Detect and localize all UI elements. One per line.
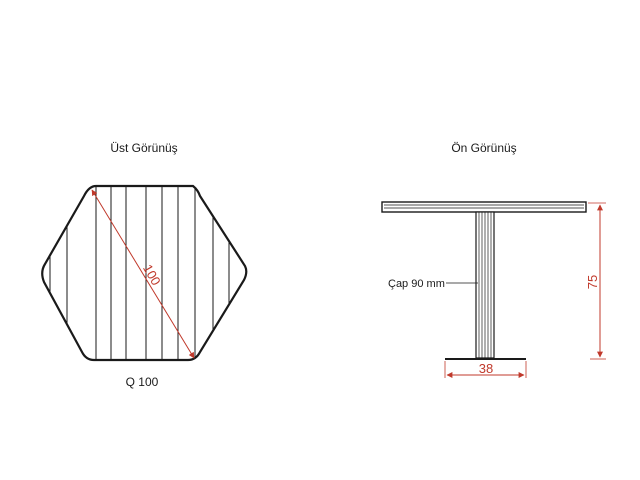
front-view-title: Ön Görünüş — [451, 141, 516, 155]
top-view-title: Üst Görünüş — [110, 141, 177, 155]
base-dimension-text: 38 — [479, 361, 493, 376]
height-dimension-text: 75 — [585, 275, 600, 289]
table-top-side — [381, 201, 587, 213]
table-column — [475, 211, 495, 359]
hexagon-table-top — [41, 184, 248, 362]
diagonal-dimension-text: 100 — [140, 262, 164, 288]
top-view-caption: Q 100 — [126, 375, 159, 389]
column-diameter-label: Çap 90 mm — [388, 278, 445, 290]
diagonal-dimension-line — [91, 189, 195, 359]
